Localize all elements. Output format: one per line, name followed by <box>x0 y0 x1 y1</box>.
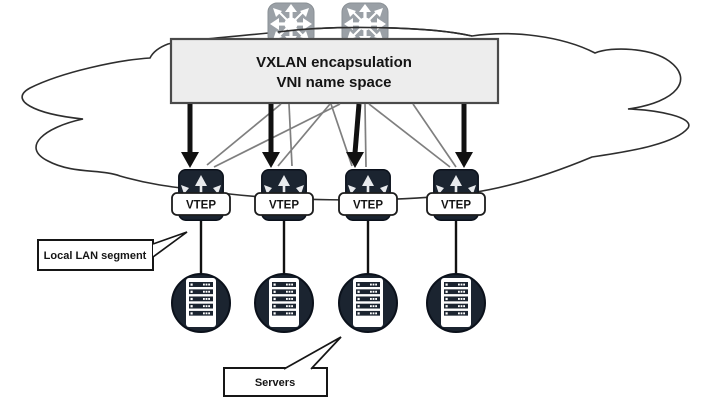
cloud-edge-over-routers <box>277 26 473 37</box>
vtep-label: VTEP <box>353 200 383 212</box>
vtep-group-3: VTEP <box>338 169 398 221</box>
vtep-label: VTEP <box>186 200 216 212</box>
server-icon-3 <box>339 274 397 332</box>
vtep-label: VTEP <box>269 200 299 212</box>
vtep-label-box <box>254 192 314 216</box>
callout-servers: Servers <box>223 336 342 397</box>
server-icon-4 <box>427 274 485 332</box>
server-icon-1 <box>172 274 230 332</box>
callout-pointer <box>152 231 188 258</box>
lan-connectors <box>199 220 458 275</box>
vxlan-arrow-2 <box>262 104 280 168</box>
vtep-group-4: VTEP <box>426 169 486 221</box>
vxlan-box-line2: VNI name space <box>276 74 391 91</box>
vxlan-arrows <box>181 103 473 168</box>
server-icon-2 <box>255 274 313 332</box>
vxlan-box-line1: VXLAN encapsulation <box>256 54 412 71</box>
vxlan-vni-box: VXLAN encapsulation VNI name space <box>169 37 500 105</box>
vtep-label-box <box>338 192 398 216</box>
vtep-label-box <box>426 192 486 216</box>
callout-local-lan-text: Local LAN segment <box>44 250 147 262</box>
callout-servers-text: Servers <box>255 377 295 389</box>
vxlan-arrow-3 <box>346 103 364 168</box>
callout-local-lan-segment: Local LAN segment <box>37 231 188 271</box>
vxlan-arrow-4 <box>455 104 473 168</box>
vtep-label-box <box>171 192 231 216</box>
vxlan-arrow-1 <box>181 104 199 168</box>
vtep-group-1: VTEP <box>171 169 231 221</box>
vtep-group-2: VTEP <box>254 169 314 221</box>
callout-pointer <box>283 336 342 370</box>
vtep-label: VTEP <box>441 200 471 212</box>
